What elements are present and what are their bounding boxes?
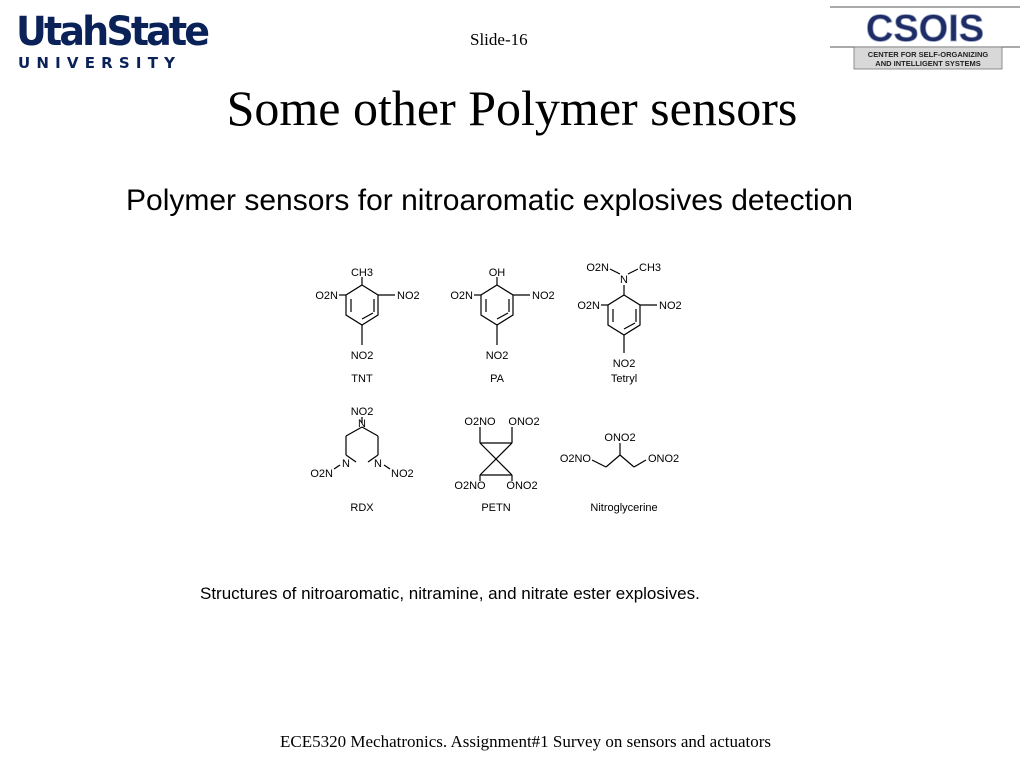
tnt-o2n: O2N (315, 290, 338, 302)
utah-state-logo: UtahState UNIVERSITY (12, 8, 210, 74)
petn-o2no-bottom: O2NO (454, 480, 486, 492)
csois-tagline-1: CENTER FOR SELF-ORGANIZING (868, 50, 989, 59)
explosives-structures-figure: CH3 O2N NO2 NO2 TNT OH O2N NO2 NO2 PA N … (310, 262, 681, 514)
slide-subtitle: Polymer sensors for nitroaromatic explos… (126, 184, 853, 217)
petn-structure: O2NO ONO2 O2NO ONO2 PETN (454, 416, 539, 514)
pa-structure: OH O2N NO2 NO2 PA (450, 267, 554, 385)
tetryl-n: N (620, 274, 628, 286)
rdx-label: RDX (350, 502, 374, 514)
university-wordmark: UNIVERSITY (18, 54, 182, 72)
pa-label: PA (490, 373, 505, 385)
tnt-no2-right: NO2 (397, 290, 420, 302)
tetryl-no2-bottom: NO2 (613, 358, 636, 370)
nitroglycerine-o2no: O2NO (560, 453, 592, 465)
tetryl-no2-right: NO2 (659, 300, 682, 312)
pa-o2n: O2N (450, 290, 473, 302)
rdx-n-right: N (374, 458, 382, 470)
nitroglycerine-ono2-right: ONO2 (648, 453, 679, 465)
tnt-no2-bottom: NO2 (351, 350, 374, 362)
tetryl-ch3: CH3 (639, 262, 661, 274)
figure-caption: Structures of nitroaromatic, nitramine, … (200, 584, 700, 603)
nitroglycerine-ono2-top: ONO2 (604, 432, 635, 444)
tnt-ch3: CH3 (351, 267, 373, 279)
slide-number: Slide-16 (470, 30, 528, 49)
csois-tagline-2: AND INTELLIGENT SYSTEMS (875, 59, 980, 68)
slide-footer: ECE5320 Mechatronics. Assignment#1 Surve… (280, 732, 772, 751)
tetryl-structure: N O2N CH3 O2N NO2 NO2 Tetryl (577, 262, 681, 385)
csois-wordmark: CSOIS (866, 8, 984, 50)
petn-ono2-bottom: ONO2 (506, 480, 537, 492)
nitroglycerine-structure: ONO2 O2NO ONO2 Nitroglycerine (560, 432, 679, 514)
pa-no2-bottom: NO2 (486, 350, 509, 362)
rdx-n-left: N (342, 458, 350, 470)
petn-o2no-top: O2NO (464, 416, 496, 428)
nitroglycerine-label: Nitroglycerine (590, 502, 657, 514)
petn-label: PETN (481, 502, 510, 514)
rdx-no2-right: NO2 (391, 468, 414, 480)
slide-title: Some other Polymer sensors (226, 80, 798, 136)
rdx-o2n: O2N (310, 468, 333, 480)
rdx-n-top: N (358, 418, 366, 430)
pa-oh: OH (489, 267, 506, 279)
tnt-label: TNT (351, 373, 373, 385)
utah-state-wordmark: UtahState (16, 9, 210, 55)
rdx-no2-top: NO2 (351, 406, 374, 418)
tetryl-label: Tetryl (611, 373, 637, 385)
tetryl-o2n-top: O2N (586, 262, 609, 274)
tnt-structure: CH3 O2N NO2 NO2 TNT (315, 267, 419, 385)
csois-logo: CSOIS CENTER FOR SELF-ORGANIZING AND INT… (830, 5, 1020, 71)
petn-ono2-top: ONO2 (508, 416, 539, 428)
pa-no2-right: NO2 (532, 290, 555, 302)
tetryl-o2n: O2N (577, 300, 600, 312)
rdx-structure: NO2 N N N O2N NO2 RDX (310, 406, 413, 514)
